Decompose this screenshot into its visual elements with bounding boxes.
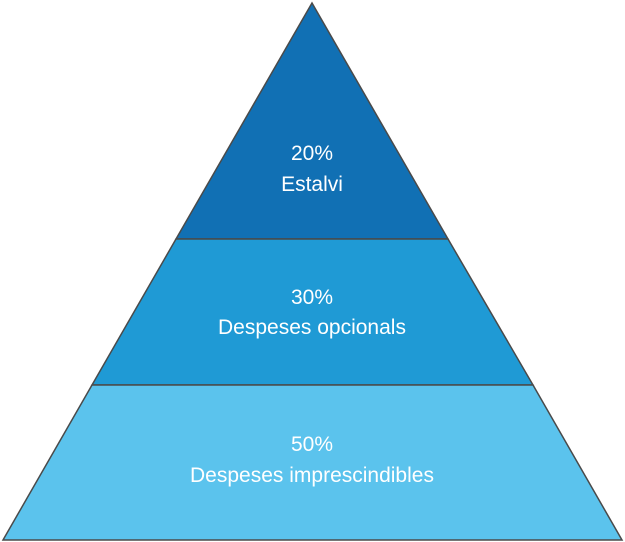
tier-bottom-percent: 50%	[291, 433, 333, 456]
tier-top-label: Estalvi	[281, 173, 343, 196]
tier-bottom-essential	[1, 384, 624, 541]
tier-middle-label: Despeses opcionals	[218, 316, 406, 339]
tier-bottom-label: Despeses imprescindibles	[190, 464, 434, 487]
tier-middle-percent: 30%	[291, 286, 333, 309]
tier-middle-optional	[90, 238, 535, 386]
tier-top-percent: 20%	[291, 142, 333, 165]
tier-top-savings	[174, 1, 450, 240]
